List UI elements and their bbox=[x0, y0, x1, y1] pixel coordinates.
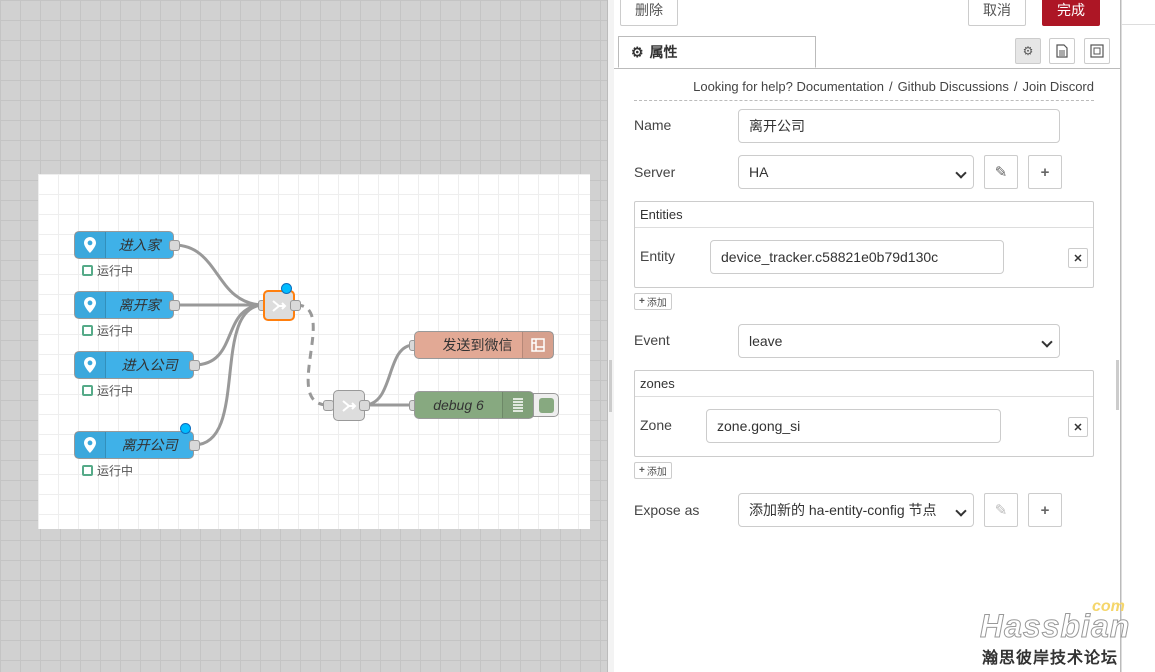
changed-indicator bbox=[180, 423, 191, 434]
status-indicator bbox=[82, 465, 93, 476]
entity-input[interactable]: device_tracker.c58821e0b79d130c bbox=[710, 240, 1004, 274]
output-port[interactable] bbox=[189, 360, 200, 371]
remove-entity-button[interactable]: ✕ bbox=[1068, 248, 1088, 268]
done-button[interactable]: 完成 bbox=[1042, 0, 1100, 26]
node-status: 运行中 bbox=[82, 322, 133, 339]
gear-icon: ⚙ bbox=[1022, 44, 1034, 58]
discord-link[interactable]: Join Discord bbox=[1022, 79, 1094, 94]
divider bbox=[1122, 24, 1155, 25]
add-config-button[interactable]: + bbox=[1028, 493, 1062, 527]
debug-list-icon bbox=[502, 392, 533, 418]
resize-grip bbox=[609, 360, 612, 412]
status-indicator bbox=[82, 265, 93, 276]
name-input[interactable]: 离开公司 bbox=[738, 109, 1060, 143]
resize-grip[interactable] bbox=[1116, 360, 1119, 410]
panel-tab-bar: ⚙ 属性 ⚙ bbox=[614, 34, 1120, 69]
add-entity-button[interactable]: +添加 bbox=[634, 293, 672, 310]
output-port[interactable] bbox=[169, 240, 180, 251]
node-label: 发送到微信 bbox=[442, 337, 513, 353]
zone-node-enter-office[interactable]: 进入公司 bbox=[74, 351, 194, 379]
documentation-link[interactable]: Documentation bbox=[796, 79, 884, 94]
node-label: 进入家 bbox=[118, 237, 161, 253]
node-label: 进入公司 bbox=[121, 357, 178, 373]
node-status: 运行中 bbox=[82, 262, 133, 279]
close-icon: ✕ bbox=[1073, 252, 1083, 265]
remove-zone-button[interactable]: ✕ bbox=[1068, 417, 1088, 437]
github-discussions-link[interactable]: Github Discussions bbox=[897, 79, 1009, 94]
cancel-button[interactable]: 取消 bbox=[968, 0, 1026, 26]
event-select[interactable]: leave bbox=[738, 324, 1060, 358]
node-status: 运行中 bbox=[82, 382, 133, 399]
entity-label: Entity bbox=[640, 248, 676, 264]
plus-icon: + bbox=[639, 465, 645, 476]
output-port[interactable] bbox=[359, 400, 370, 411]
delete-button[interactable]: 删除 bbox=[620, 0, 678, 26]
name-label: Name bbox=[634, 117, 672, 133]
pencil-icon: ✎ bbox=[994, 164, 1008, 181]
file-icon bbox=[1056, 44, 1068, 58]
node-label: debug 6 bbox=[433, 397, 484, 413]
zone-node-enter-home[interactable]: 进入家 bbox=[74, 231, 174, 259]
watermark-subtitle: 瀚思彼岸技术论坛 bbox=[982, 650, 1119, 667]
toggle-on-indicator bbox=[538, 397, 554, 413]
edit-config-button[interactable]: ✎ bbox=[984, 493, 1018, 527]
add-zone-button[interactable]: +添加 bbox=[634, 462, 672, 479]
map-marker-icon bbox=[75, 292, 106, 318]
description-tab-button[interactable] bbox=[1049, 38, 1075, 64]
edit-server-button[interactable]: ✎ bbox=[984, 155, 1018, 189]
server-label: Server bbox=[634, 164, 676, 180]
changed-indicator bbox=[281, 283, 292, 294]
map-marker-icon bbox=[75, 232, 106, 258]
output-port[interactable] bbox=[169, 300, 180, 311]
debug-toggle-button[interactable] bbox=[533, 393, 559, 417]
flow-workspace[interactable]: 进入家 运行中 离开家 运行中 进入公司 运行中 离开公司 运行中 bbox=[0, 0, 607, 672]
node-label: 离开公司 bbox=[121, 437, 178, 453]
close-icon: ✕ bbox=[1073, 421, 1083, 434]
watermark-tld: com bbox=[1092, 598, 1125, 615]
zone-input[interactable]: zone.gong_si bbox=[706, 409, 1001, 443]
entities-header: Entities bbox=[635, 202, 1093, 228]
frame-icon bbox=[1090, 44, 1104, 58]
pencil-icon: ✎ bbox=[994, 502, 1008, 519]
event-label: Event bbox=[634, 332, 670, 348]
watermark-logo: Hassbian com 瀚思彼岸技术论坛 bbox=[979, 598, 1140, 670]
split-arrow-icon bbox=[272, 299, 287, 312]
plus-icon: + bbox=[1040, 163, 1050, 181]
settings-tab-button[interactable]: ⚙ bbox=[1015, 38, 1041, 64]
debug-node[interactable]: debug 6 bbox=[414, 391, 534, 419]
zone-node-leave-home[interactable]: 离开家 bbox=[74, 291, 174, 319]
status-indicator bbox=[82, 385, 93, 396]
expose-as-select[interactable]: 添加新的 ha-entity-config 节点 bbox=[738, 493, 974, 527]
help-links: Looking for help? Documentation/Github D… bbox=[634, 79, 1094, 101]
zone-node-leave-office[interactable]: 离开公司 bbox=[74, 431, 194, 459]
server-select[interactable]: HA bbox=[738, 155, 974, 189]
plus-icon: + bbox=[1040, 501, 1050, 519]
zone-label: Zone bbox=[640, 417, 672, 433]
map-marker-icon bbox=[75, 352, 106, 378]
expose-as-label: Expose as bbox=[634, 502, 700, 518]
split-arrow-icon bbox=[342, 399, 357, 412]
node-status: 运行中 bbox=[82, 462, 133, 479]
plus-icon: + bbox=[639, 296, 645, 307]
template-icon bbox=[522, 332, 553, 358]
tab-properties[interactable]: ⚙ 属性 bbox=[618, 36, 816, 68]
gear-icon: ⚙ bbox=[631, 43, 644, 60]
appearance-tab-button[interactable] bbox=[1084, 38, 1110, 64]
output-port[interactable] bbox=[290, 300, 301, 311]
watermark-brand: Hassbian bbox=[979, 608, 1131, 645]
status-indicator bbox=[82, 325, 93, 336]
node-edit-panel: 删除 取消 完成 ⚙ 属性 ⚙ Looking for help? Docume… bbox=[614, 0, 1121, 672]
sidebar-edge bbox=[1116, 0, 1155, 672]
output-port[interactable] bbox=[189, 440, 200, 451]
zones-header: zones bbox=[635, 371, 1093, 397]
add-server-button[interactable]: + bbox=[1028, 155, 1062, 189]
wechat-send-node[interactable]: 发送到微信 bbox=[414, 331, 554, 359]
map-marker-icon bbox=[75, 432, 106, 458]
node-label: 离开家 bbox=[118, 297, 161, 313]
